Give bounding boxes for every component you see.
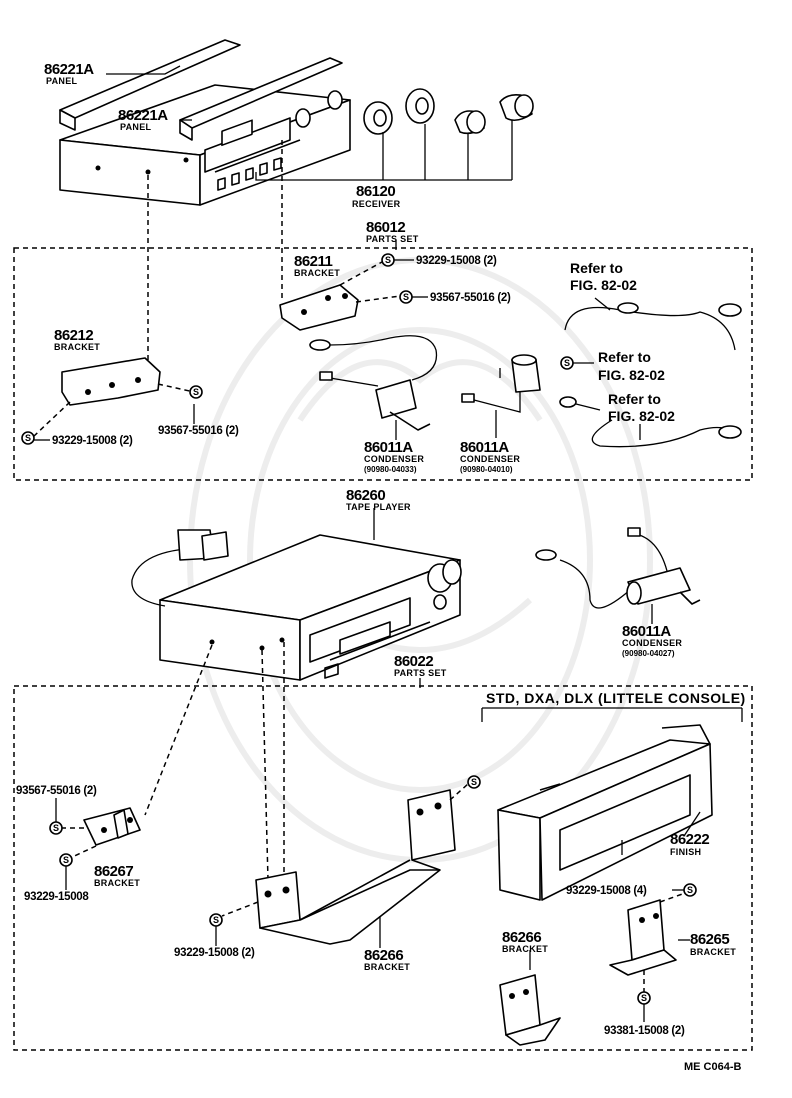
- dash-tape-bracket-1: [144, 644, 213, 816]
- label-86011A-3-code: (90980-04027): [622, 649, 675, 658]
- condenser-04010: [461, 354, 541, 438]
- ref-2-line1: Refer to: [598, 349, 651, 365]
- screw-symbol: S: [25, 433, 31, 443]
- ref-3-line1: Refer to: [608, 391, 661, 407]
- label-86012-name: PARTS SET: [366, 234, 419, 244]
- label-86011A-3-num: 86011A: [622, 623, 671, 640]
- bracket-86266-large: [221, 783, 469, 948]
- ground-straps-upper: [559, 297, 742, 448]
- parts-set-box-lower: [13, 685, 753, 1051]
- part-labels: 86221A PANEL 86221A PANEL 86120 RECEIVER…: [44, 61, 736, 972]
- screw-symbol: S: [53, 823, 59, 833]
- label-86222-name: FINISH: [670, 847, 701, 857]
- screw-label-s5: 93567-55016 (2): [16, 785, 97, 797]
- dash-tape-bracket-2: [261, 649, 269, 881]
- screw-label-s6: 93229-15008: [24, 891, 89, 903]
- ref-1-line2: FIG. 82-02: [570, 277, 637, 293]
- tape-player-unit: [131, 508, 462, 681]
- receiver-knobs: [255, 88, 534, 181]
- label-86011A-2-code: (90980-04010): [460, 465, 513, 474]
- leader-panel-a: [106, 65, 181, 75]
- label-86266b-num: 86266: [502, 929, 541, 946]
- label-86267-num: 86267: [94, 863, 133, 880]
- figure-refs: Refer to FIG. 82-02 Refer to FIG. 82-02 …: [570, 260, 675, 424]
- screw-symbol: S: [471, 777, 477, 787]
- parts-set-box-upper: [13, 247, 753, 481]
- label-86221A-b-name: PANEL: [120, 122, 152, 132]
- label-86011A-2-num: 86011A: [460, 439, 509, 456]
- bracket-86266-small: [499, 950, 561, 1046]
- label-86212-name: BRACKET: [54, 342, 100, 352]
- variant-header: STD, DXA, DLX (LITTELE CONSOLE): [486, 690, 746, 706]
- screw-symbol: S: [63, 855, 69, 865]
- screw-symbol: S: [213, 915, 219, 925]
- screw-symbol: S: [403, 292, 409, 302]
- receiver-unit: [59, 39, 351, 206]
- label-86260-name: TAPE PLAYER: [346, 502, 411, 512]
- screw-symbol: S: [193, 387, 199, 397]
- label-86211-num: 86211: [294, 253, 333, 270]
- label-86011A-3-name: CONDENSER: [622, 638, 682, 648]
- label-86221A-b-num: 86221A: [118, 107, 168, 124]
- label-86011A-2-name: CONDENSER: [460, 454, 520, 464]
- screw-symbols: S S S S S S S S S S S: [21, 253, 697, 1005]
- label-86212-num: 86212: [54, 327, 93, 344]
- diagram-code: ME C064-B: [684, 1061, 742, 1073]
- screw-label-s3: 93567-55016 (2): [158, 425, 239, 437]
- label-86022-num: 86022: [394, 653, 433, 670]
- ref-1-line1: Refer to: [570, 260, 623, 276]
- label-86266a-num: 86266: [364, 947, 403, 964]
- screw-label-s8: 93229-15008 (4): [566, 885, 647, 897]
- condenser-04033: [309, 335, 438, 440]
- label-86011A-1-code: (90980-04033): [364, 465, 417, 474]
- label-86260-num: 86260: [346, 487, 385, 504]
- bracket-86211: [279, 261, 401, 331]
- variant-bracket-line: [481, 707, 743, 722]
- screw-symbol: S: [687, 885, 693, 895]
- screw-labels: 93229-15008 (2) 93567-55016 (2) 93567-55…: [16, 255, 685, 1037]
- screw-label-s4: 93229-15008 (2): [52, 435, 133, 447]
- bracket-86212: [33, 357, 195, 437]
- label-86011A-1-num: 86011A: [364, 439, 413, 456]
- bracket-86267: [55, 798, 141, 859]
- label-86221A-a-name: PANEL: [46, 76, 78, 86]
- label-86221A-a-num: 86221A: [44, 61, 94, 78]
- label-86211-name: BRACKET: [294, 268, 340, 278]
- label-86265-name: BRACKET: [690, 947, 736, 957]
- label-86222-num: 86222: [670, 831, 709, 848]
- label-86267-name: BRACKET: [94, 878, 140, 888]
- screw-label-s1: 93229-15008 (2): [416, 255, 497, 267]
- condenser-04027: [535, 527, 701, 624]
- label-86120-name: RECEIVER: [352, 199, 401, 209]
- label-86012-num: 86012: [366, 219, 405, 236]
- screw-label-s2: 93567-55016 (2): [430, 292, 511, 304]
- label-86022-name: PARTS SET: [394, 668, 447, 678]
- finish-86222: [497, 724, 713, 901]
- label-86265-num: 86265: [690, 931, 729, 948]
- label-86266b-name: BRACKET: [502, 944, 548, 954]
- label-86266a-name: BRACKET: [364, 962, 410, 972]
- screw-label-s7: 93229-15008 (2): [174, 947, 255, 959]
- label-86120-num: 86120: [356, 183, 395, 200]
- bracket-86265: [609, 891, 690, 992]
- screw-symbol: S: [564, 358, 570, 368]
- screw-symbol: S: [641, 993, 647, 1003]
- screw-symbol: S: [385, 255, 391, 265]
- screw-label-s9: 93381-15008 (2): [604, 1025, 685, 1037]
- ref-2-line2: FIG. 82-02: [598, 367, 665, 383]
- ref-3-line2: FIG. 82-02: [608, 408, 675, 424]
- label-86011A-1-name: CONDENSER: [364, 454, 424, 464]
